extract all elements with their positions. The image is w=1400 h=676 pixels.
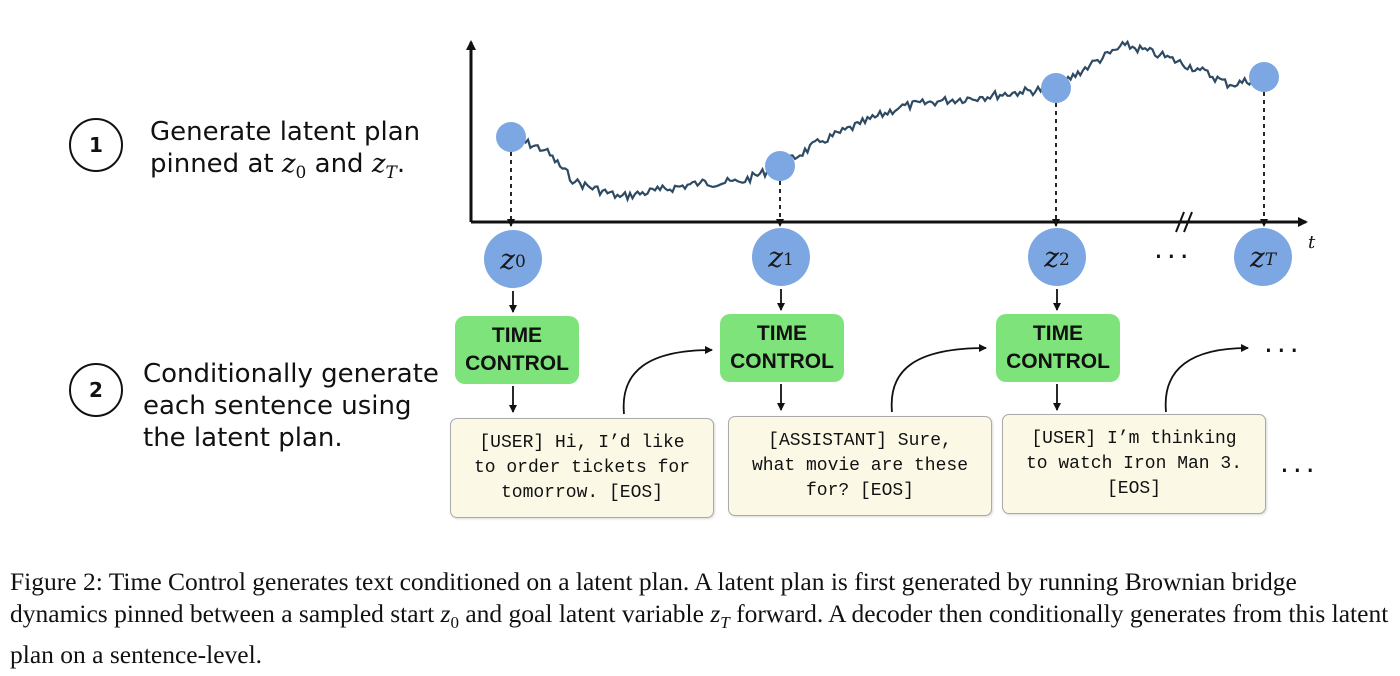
brownian-bridge-path bbox=[510, 39, 1265, 203]
diagram-canvas bbox=[466, 39, 1308, 415]
step-2-line3: the latent plan. bbox=[143, 423, 343, 453]
axis-break-mark-2 bbox=[1183, 211, 1193, 233]
step-2-number: 2 bbox=[69, 363, 123, 417]
step-1-z0: z0 bbox=[281, 149, 307, 184]
time-control-box-1: Time Control bbox=[720, 314, 844, 382]
feedback-arrow-1 bbox=[890, 344, 987, 413]
sentence-box-2: [USER] I’m thinking to watch Iron Man 3.… bbox=[1002, 414, 1266, 514]
time-control-line2: Control bbox=[730, 350, 834, 373]
path-point-1 bbox=[765, 151, 795, 181]
time-control-ellipsis: ··· bbox=[1264, 334, 1303, 367]
time-control-line1: Time bbox=[756, 322, 808, 345]
path-point-T bbox=[1249, 62, 1279, 92]
time-control-box-0: Time Control bbox=[455, 316, 579, 384]
node-ellipsis: ··· bbox=[1154, 240, 1193, 273]
caption-z0: z0 bbox=[440, 599, 459, 633]
step-1-mid: and bbox=[314, 149, 364, 179]
sentence-2-line-0: [USER] I’m thinking bbox=[1031, 428, 1237, 449]
step-2-line2: each sentence using bbox=[143, 391, 412, 421]
caption-zT: zT bbox=[710, 599, 730, 633]
time-control-line2: Control bbox=[465, 352, 569, 375]
sentence-box-1: [ASSISTANT] Sure, what movie are these f… bbox=[728, 416, 992, 516]
caption-part-2: and goal latent variable bbox=[465, 599, 704, 628]
step-1-prefix: pinned at bbox=[150, 149, 274, 179]
time-control-line1: Time bbox=[491, 324, 543, 347]
caption-part-3: forward. A decoder then conditionally ge… bbox=[10, 599, 1389, 670]
sentence-0-line-0: [USER] Hi, I’d like bbox=[479, 432, 685, 453]
axis-break-mark-1 bbox=[1175, 211, 1185, 233]
time-control-box-2: Time Control bbox=[996, 314, 1120, 382]
step-1-line2: pinned at z0 and zT. bbox=[150, 149, 406, 184]
sentence-0-line-1: to order tickets for bbox=[473, 457, 691, 478]
sentence-box-0: [USER] Hi, I’d like to order tickets for… bbox=[450, 418, 714, 518]
sentence-1-line-0: [ASSISTANT] Sure, bbox=[768, 430, 952, 451]
sentence-1-line-2: for? [EOS] bbox=[805, 480, 914, 501]
caption-label: Figure 2: bbox=[10, 567, 103, 596]
path-point-0 bbox=[496, 122, 526, 152]
step-1-zT: zT bbox=[371, 149, 397, 184]
sentence-1-line-1: what movie are these bbox=[751, 455, 969, 476]
figure-caption: Figure 2: Time Control generates text co… bbox=[10, 566, 1392, 671]
sentence-2-line-2: [EOS] bbox=[1106, 478, 1161, 499]
caption-part-1: Time Control generates text conditioned … bbox=[10, 567, 1297, 628]
sentence-0-line-2: tomorrow. [EOS] bbox=[500, 482, 663, 503]
step-1-text: Generate latent plan pinned at z0 and zT… bbox=[150, 116, 420, 189]
feedback-arrow-2 bbox=[1164, 344, 1249, 413]
step-1-line1: Generate latent plan bbox=[150, 117, 421, 147]
sentence-2-line-1: to watch Iron Man 3. bbox=[1025, 453, 1243, 474]
path-point-2 bbox=[1041, 73, 1071, 103]
time-control-line2: Control bbox=[1006, 350, 1110, 373]
step-2-line1: Conditionally generate bbox=[143, 359, 439, 389]
t-axis-label: t bbox=[1308, 232, 1316, 253]
sentence-ellipsis: ··· bbox=[1280, 454, 1319, 487]
time-control-line1: Time bbox=[1032, 322, 1084, 345]
step-2-text: Conditionally generate each sentence usi… bbox=[143, 358, 439, 454]
feedback-arrow-0 bbox=[622, 346, 713, 415]
step-1-number: 1 bbox=[69, 118, 123, 172]
